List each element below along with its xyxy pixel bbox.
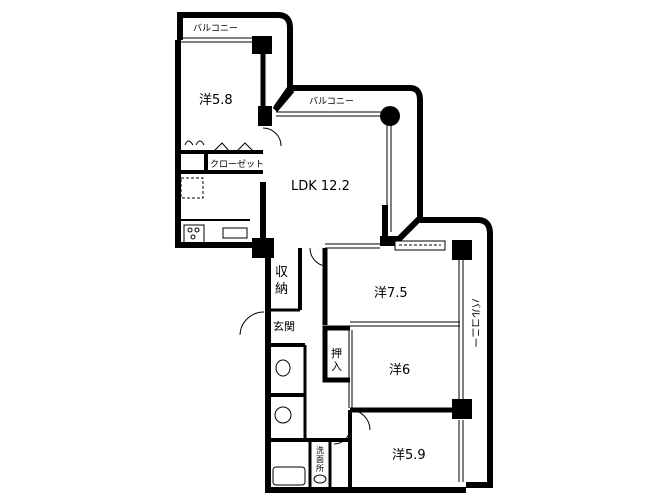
washing-machine-icon: [274, 406, 292, 424]
column: [452, 399, 472, 419]
diagonal-wall-ldk: [395, 215, 423, 243]
door-swing: [349, 409, 371, 431]
entrance-label: 玄関: [273, 319, 295, 333]
closet-door-icon: [184, 140, 205, 146]
sink-icon: [222, 227, 248, 239]
toilet-icon: [275, 359, 291, 377]
balcony-label: バルコニー: [193, 23, 238, 34]
storage-label-2: 納: [275, 282, 288, 297]
closet-label: クローゼット: [210, 158, 264, 170]
column: [380, 236, 400, 246]
entrance-door-swing: [239, 311, 265, 336]
room-label-ldk: LDK 12.2: [291, 179, 350, 194]
room-label-western-5-8: 洋5.8: [199, 93, 233, 108]
oshiire-label-2: 入: [331, 360, 342, 373]
fixtures: [180, 127, 446, 486]
balcony-label: バルコニー: [309, 96, 354, 107]
balcony-diagonal-wall: [272, 88, 295, 112]
column: [258, 106, 272, 126]
washroom-label-3: 所: [316, 463, 324, 473]
column: [452, 240, 472, 260]
columns: [252, 36, 472, 419]
stove-icon: [183, 224, 205, 244]
room-label-western-7-5: 洋7.5: [374, 286, 408, 301]
door-swing: [333, 427, 351, 445]
oshiire-wall: [322, 325, 350, 383]
balcony-top-left-wall: [177, 12, 293, 110]
fridge-space: [180, 177, 204, 199]
walls: [175, 12, 493, 493]
balcony-top-middle-wall: [290, 85, 423, 218]
room-western-5-8-wall: [175, 40, 265, 248]
storage-label-1: 収: [275, 265, 288, 280]
door-swing: [309, 247, 326, 267]
column: [252, 36, 272, 54]
corridor-left-wall: [265, 248, 466, 493]
windows: [181, 37, 464, 482]
bathtub-icon: [272, 466, 306, 486]
washroom-label-1: 洗: [316, 445, 324, 455]
room-label-western-6: 洋6: [389, 363, 410, 378]
closet-door-icon: [212, 142, 255, 153]
column: [252, 238, 274, 258]
oshiire-label-1: 押: [331, 346, 342, 360]
door-swing: [262, 127, 282, 147]
balcony-label: バルコニー: [469, 298, 481, 348]
balcony-right-wall: [420, 217, 493, 488]
washroom-label-2: 面: [316, 455, 324, 464]
room-label-western-5-9: 洋5.9: [392, 448, 426, 463]
washbasin-icon: [313, 474, 327, 484]
column-round: [380, 106, 400, 126]
